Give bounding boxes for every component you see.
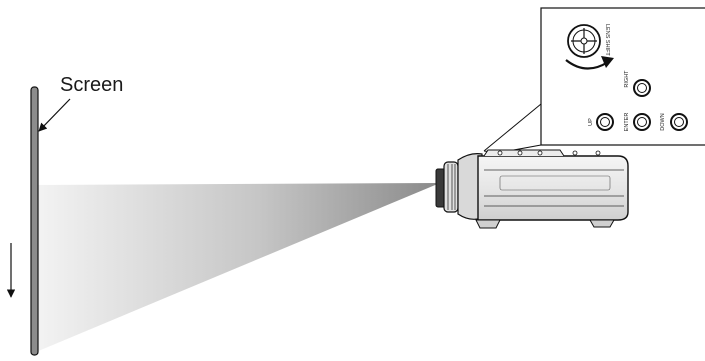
up-button[interactable] xyxy=(596,113,614,131)
enter-button-label: ENTER xyxy=(624,113,630,132)
up-button-label: UP xyxy=(588,118,594,126)
down-button[interactable] xyxy=(670,113,688,131)
projector-body xyxy=(477,155,629,221)
callout-line-top xyxy=(483,103,542,152)
control-panel-inset: LENS SHIFT RIGHT UP ENTER DOWN xyxy=(540,7,705,146)
enter-button[interactable] xyxy=(633,113,651,131)
screen-label-arrow xyxy=(38,98,71,132)
screen xyxy=(30,86,39,356)
rotation-arrow-head xyxy=(601,56,614,68)
lens-shift-label: LENS SHIFT xyxy=(604,24,610,56)
right-button[interactable] xyxy=(633,79,651,97)
projector-front-foot xyxy=(475,219,501,229)
projector-rear-foot xyxy=(589,219,615,228)
light-beam xyxy=(36,183,440,352)
rotation-arrow xyxy=(565,59,609,70)
projector xyxy=(435,149,629,229)
screen-label: Screen xyxy=(60,74,123,96)
lens-shift-dial[interactable] xyxy=(567,24,601,58)
down-button-label: DOWN xyxy=(660,113,666,130)
right-button-label: RIGHT xyxy=(624,70,630,88)
